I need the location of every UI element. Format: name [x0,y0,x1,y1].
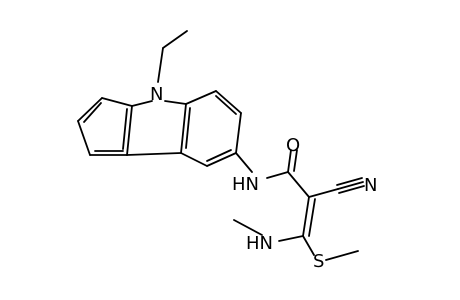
carbonyl-o-label: O [286,135,300,156]
bond-right-ring-double-2 [215,95,237,115]
bond-carbonyl-c-alpha-c [287,171,310,198]
bond-n-c8a [164,100,187,105]
bond-alpha-beta-2 [308,198,316,237]
bond-left-ring-double-1 [83,102,102,123]
bond-s-ch3 [325,250,359,261]
bond-n-c9a [131,100,153,107]
bond-cyano-triple-3 [338,185,365,194]
bond-right-ring-3 [235,112,242,154]
bond-c4a-c4b [126,152,182,156]
carbazole-core [77,90,242,167]
amide-nh-label: HN [232,174,259,195]
bond-left-ring-1 [101,97,133,107]
bond-c9a-c4b [126,105,133,156]
bond-alpha-beta-1 [302,196,310,237]
bond-carbonyl-c-o-1 [287,149,292,173]
carbazole-n-label: N [150,84,163,105]
sulfur-label: S [313,251,324,272]
bond-ethyl-ch2-n [157,47,164,83]
bond-alpha-c-cyano-c [308,188,339,198]
bond-right-ring-1 [185,90,217,105]
methyl-groups [233,219,359,261]
nitrile-n-label: N [364,175,377,196]
bond-left-ring-double-3 [122,108,128,150]
bond-right-ring-5 [180,152,208,167]
ethyl-group [157,30,188,83]
bond-right-ring-double-1 [185,107,191,149]
bond-ethyl-ch3-ch2 [162,30,188,49]
bond-beta-c-s [302,235,315,256]
bond-cyano-triple-1 [337,181,364,190]
bond-carbonyl-c-o-2 [293,149,298,172]
bond-beta-c-nh [278,235,304,242]
bond-right-ring-2 [215,90,242,114]
bond-methylamino-n-ch3 [233,219,263,236]
cyano-alkene-fragment [278,171,365,256]
methylamino-nh-label: HN [246,233,273,254]
bond-right-ring-4 [206,152,237,167]
bond-cyano-triple-2 [336,177,363,186]
bond-left-ring-3 [77,120,91,156]
bond-nh-carbonyl-c [266,171,289,179]
bond-left-ring-2 [77,97,103,122]
amide-linkage [235,149,298,179]
bond-aryl-c-nh [235,152,253,173]
bond-right-ring-double-3 [206,149,232,162]
bond-c8a-c4a [180,103,187,154]
